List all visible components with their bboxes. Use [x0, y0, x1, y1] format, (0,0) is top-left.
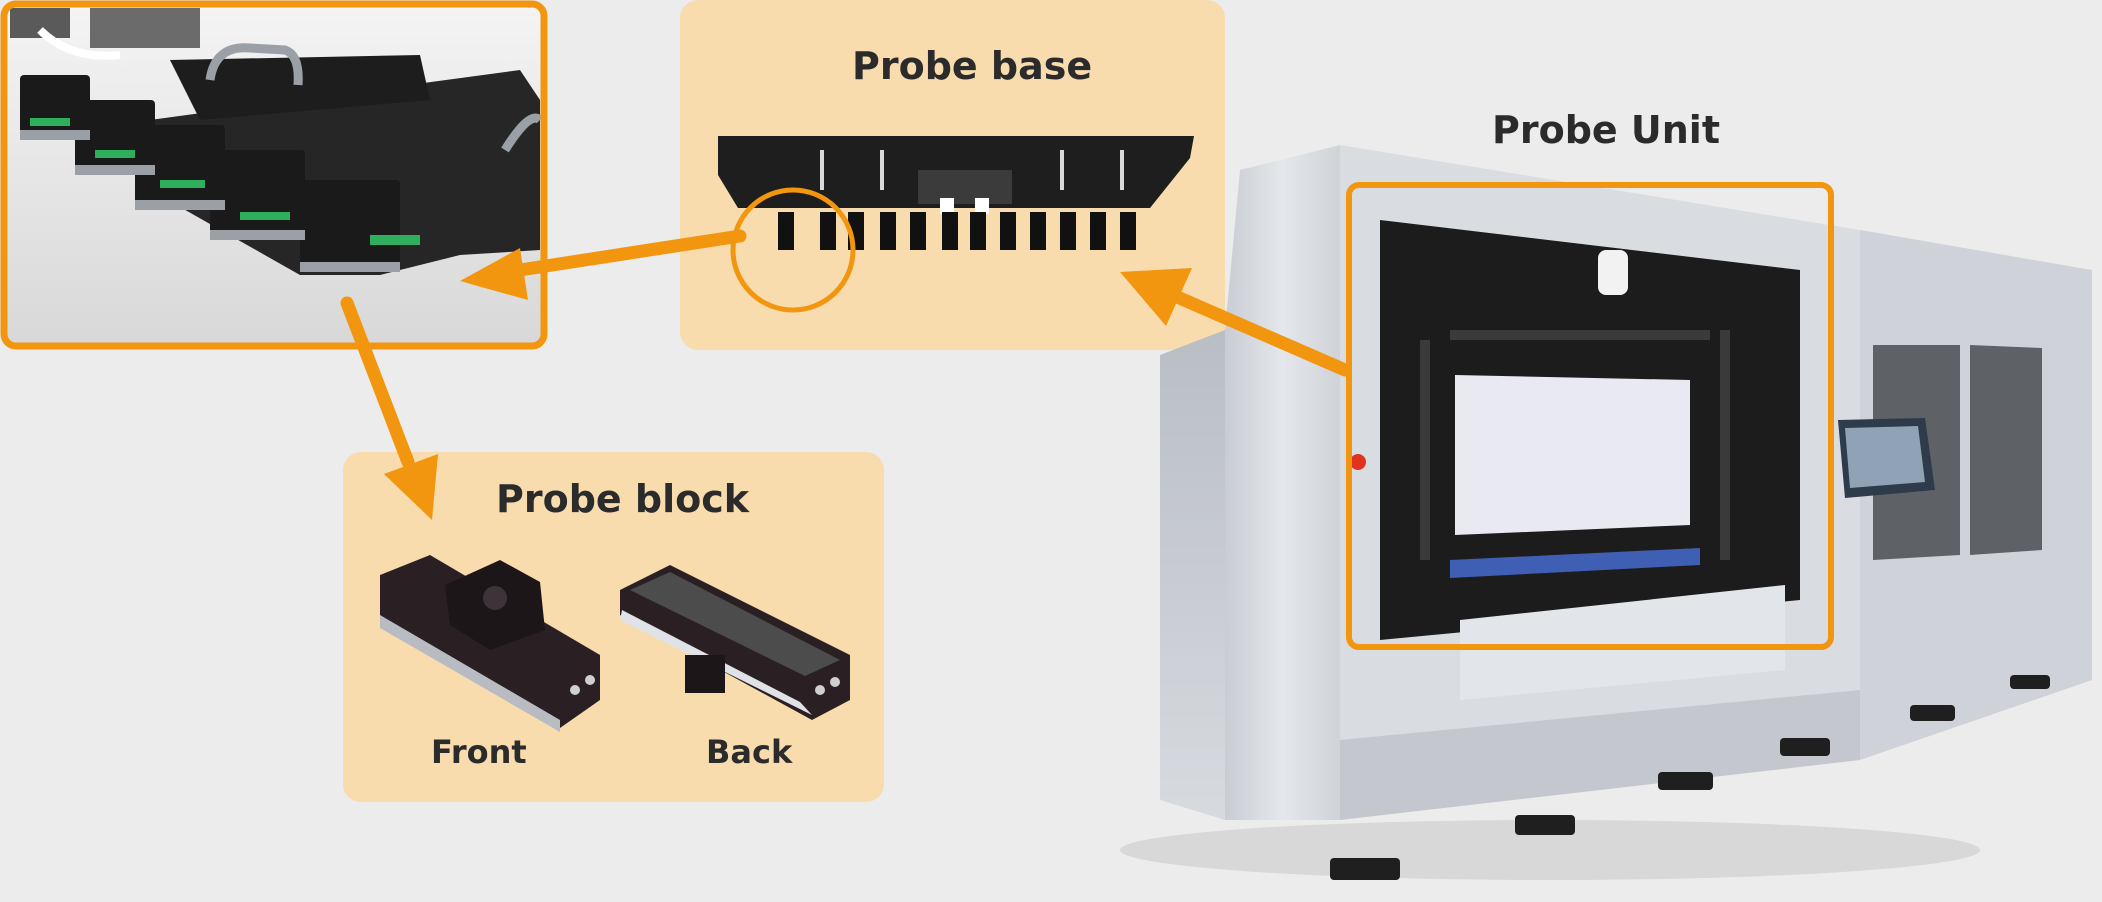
- closeup-photo: [4, 4, 544, 346]
- machine-image: [1120, 145, 2092, 880]
- probe-block-back-image: [620, 565, 850, 720]
- highlight-circle: [730, 187, 856, 313]
- probe-unit-frame: [1346, 182, 1834, 650]
- probe-base-image: [718, 136, 1194, 250]
- arrow-unit-to-base: [1120, 268, 1352, 377]
- back-label: Back: [706, 733, 793, 771]
- arrow-closeup-to-block: [340, 296, 438, 520]
- arrow-base-to-closeup: [460, 229, 747, 300]
- front-label: Front: [431, 733, 527, 771]
- probe-unit-label: Probe Unit: [1492, 108, 1720, 152]
- closeup-frame: [0, 0, 548, 350]
- probe-block-label: Probe block: [496, 477, 750, 521]
- probe-base-label: Probe base: [852, 44, 1093, 88]
- probe-block-front-image: [380, 555, 600, 732]
